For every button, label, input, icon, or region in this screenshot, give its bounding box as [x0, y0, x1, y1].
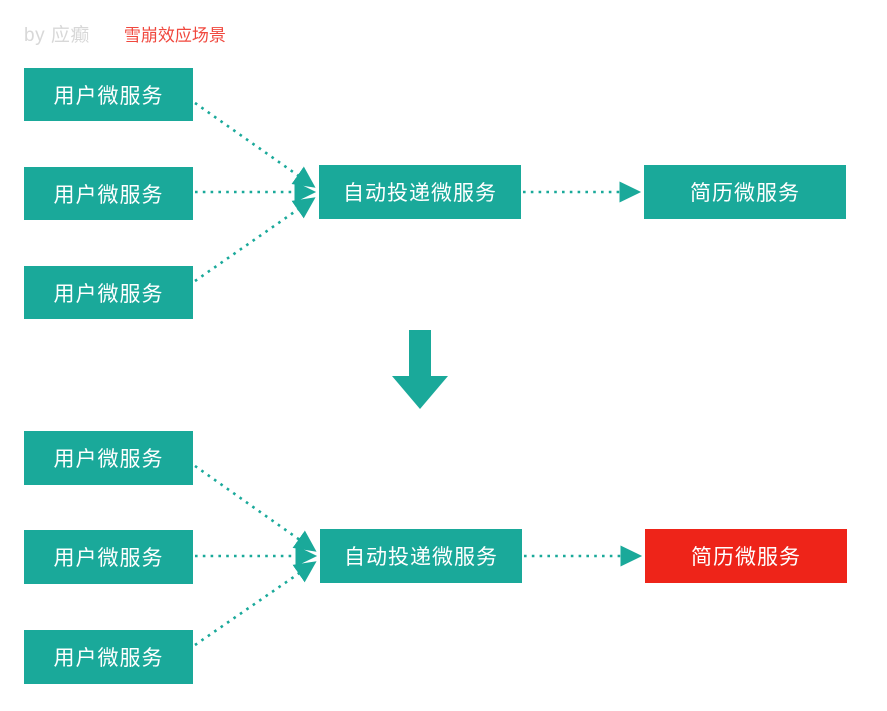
- node-auto-delivery-service-top[interactable]: 自动投递微服务: [319, 165, 521, 219]
- node-resume-service-top[interactable]: 简历微服务: [644, 165, 846, 219]
- page-title: 雪崩效应场景: [123, 25, 226, 45]
- edge-source1-to-aggregator-top: [194, 101, 316, 188]
- node-user-service-bottom-3[interactable]: 用户微服务: [24, 630, 193, 684]
- node-user-service-top-2[interactable]: 用户微服务: [24, 167, 193, 220]
- node-label: 用户微服务: [53, 183, 164, 207]
- node-user-service-top-3[interactable]: 用户微服务: [24, 266, 193, 319]
- node-resume-service-bottom[interactable]: 简历微服务: [645, 529, 847, 583]
- node-label: 用户微服务: [53, 448, 164, 471]
- node-user-service-bottom-2[interactable]: 用户微服务: [24, 530, 193, 584]
- node-label: 用户微服务: [53, 647, 164, 670]
- edge-source3-to-aggregator-bottom: [194, 561, 317, 647]
- node-label: 用户微服务: [53, 84, 164, 108]
- node-label: 简历微服务: [691, 546, 801, 569]
- node-label: 自动投递微服务: [343, 182, 497, 205]
- node-label: 简历微服务: [690, 182, 800, 205]
- down-arrow-icon: [392, 330, 448, 409]
- edge-source3-to-aggregator-top: [194, 197, 316, 283]
- edge-source1-to-aggregator-bottom: [194, 464, 317, 552]
- node-label: 用户微服务: [53, 282, 164, 306]
- node-auto-delivery-service-bottom[interactable]: 自动投递微服务: [320, 529, 522, 583]
- node-user-service-top-1[interactable]: 用户微服务: [24, 68, 193, 121]
- header: by 应癫 雪崩效应场景: [24, 19, 226, 47]
- author-byline: by 应癫: [24, 24, 90, 46]
- node-user-service-bottom-1[interactable]: 用户微服务: [24, 431, 193, 485]
- node-label: 用户微服务: [53, 547, 164, 570]
- node-label: 自动投递微服务: [344, 546, 498, 569]
